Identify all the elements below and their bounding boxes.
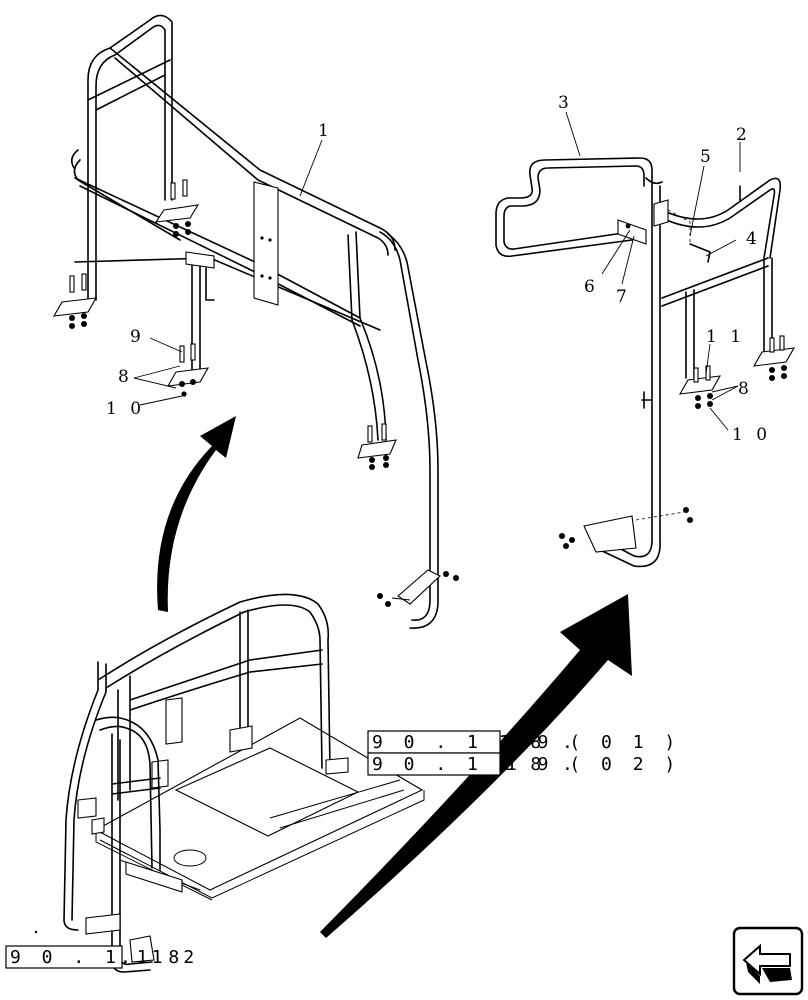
arrow-up-left xyxy=(157,416,236,612)
callout-2: 2 xyxy=(736,125,751,145)
reference-2: 9 0 . 1 1 8 . 1 9 ( 0 2 ) xyxy=(367,752,680,776)
callout-5: 5 xyxy=(700,147,715,167)
callouts-right xyxy=(565,111,741,431)
callout-8-right: 8 xyxy=(738,379,753,399)
reference-1-boxed: 9 0 . 1 1 8 . xyxy=(372,732,578,753)
handrail-assembly-2-3 xyxy=(495,157,796,568)
callouts-left xyxy=(133,139,323,406)
bolt-group-left xyxy=(69,179,459,607)
reference-3-tail: . 1 2 xyxy=(120,947,199,968)
reference-2-tail: 1 9 ( 0 2 ) xyxy=(506,754,680,775)
callout-10-right: 1 0 xyxy=(732,425,771,445)
reference-2-boxed: 9 0 . 1 1 8 . xyxy=(372,754,578,775)
reference-1-tail: 1 9 ( 0 1 ) xyxy=(506,732,680,753)
callout-1: 1 xyxy=(318,121,333,141)
platform-assembly xyxy=(63,593,425,973)
reference-3: 9 0 . 1 1 8 . 1 2 xyxy=(5,945,199,969)
callout-9: 9 xyxy=(130,327,145,347)
callout-11: 1 1 xyxy=(706,327,745,347)
reference-3-boxed: 9 0 . 1 1 8 xyxy=(10,947,184,968)
callout-6: 6 xyxy=(584,277,599,297)
handrail-assembly-1 xyxy=(52,14,459,629)
callout-10-left: 1 0 xyxy=(106,399,145,419)
next-page-arrow-icon[interactable] xyxy=(732,926,804,996)
callout-7: 7 xyxy=(616,287,631,307)
callout-3: 3 xyxy=(558,93,573,113)
arrow-up-right xyxy=(320,594,632,938)
reference-1: 9 0 . 1 1 8 . 1 9 ( 0 1 ) xyxy=(367,730,680,754)
callout-8-left: 8 xyxy=(118,367,133,387)
callout-4: 4 xyxy=(746,229,761,249)
